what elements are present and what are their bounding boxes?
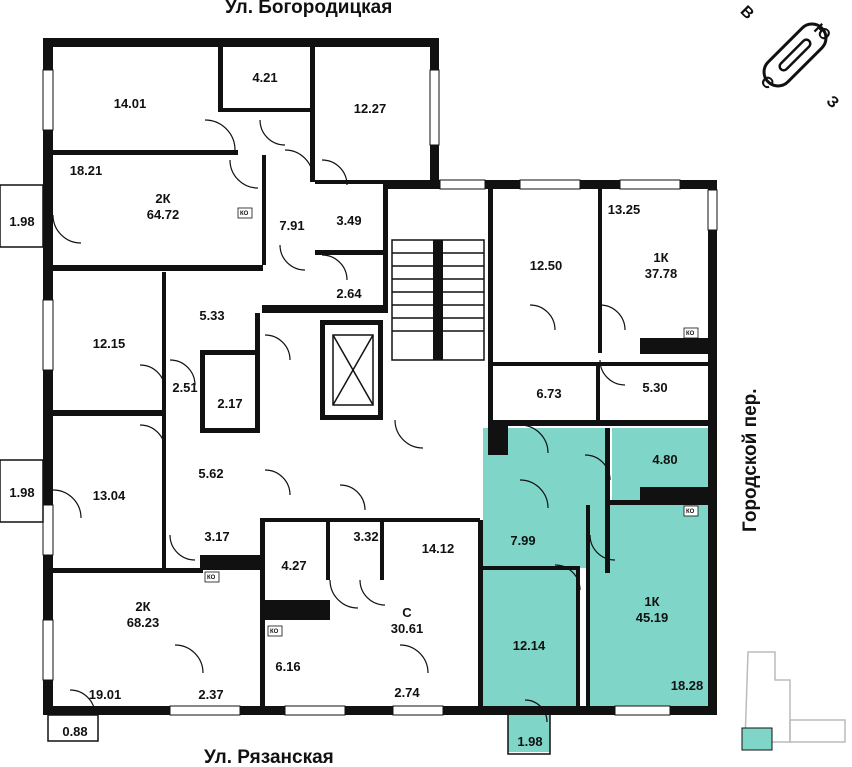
room-area: 12.50 (530, 258, 563, 273)
svg-text:КО: КО (686, 331, 695, 337)
room-area: 1.98 (517, 734, 542, 749)
ko-marker: КО (204, 571, 220, 583)
room-area: 2.17 (217, 396, 242, 411)
apartment-type: 2К (155, 191, 170, 206)
elevator (332, 334, 374, 406)
room-area: 14.01 (114, 96, 147, 111)
room-area: 6.16 (275, 659, 300, 674)
apartment-1k-45[interactable] (483, 428, 708, 710)
apartment-area: 64.72 (147, 207, 180, 222)
svg-text:КО: КО (270, 629, 279, 635)
room-area: 2.37 (198, 687, 223, 702)
apartment-type: 1К (653, 250, 668, 265)
room-area: 2.51 (172, 380, 197, 395)
compass-west: З (823, 93, 842, 112)
ko-marker: КО (237, 207, 253, 219)
room-area: 7.91 (279, 218, 304, 233)
compass-rose (762, 22, 828, 88)
svg-text:КО: КО (207, 575, 216, 581)
compass-north: С (757, 73, 778, 94)
svg-text:КО: КО (686, 509, 695, 515)
room-area: 3.49 (336, 213, 361, 228)
svg-text:КО: КО (240, 211, 249, 217)
room-area: 4.21 (252, 70, 277, 85)
room-area: 14.12 (422, 541, 455, 556)
windows (42, 69, 718, 716)
room-area: 19.01 (89, 687, 122, 702)
room-area: 4.27 (281, 558, 306, 573)
room-area: 1.98 (9, 214, 34, 229)
room-area: 18.28 (671, 678, 704, 693)
room-area: 18.21 (70, 163, 103, 178)
room-area: 3.32 (353, 529, 378, 544)
apartment-labels: 2К 64.72 1К 37.78 2К 68.23 С 30.61 1К 45… (127, 191, 678, 636)
apartment-2k-64[interactable] (53, 47, 263, 265)
apartment-type: 2К (135, 599, 150, 614)
apartment-area: 30.61 (391, 621, 424, 636)
room-area: 12.27 (354, 101, 387, 116)
room-area: 5.62 (198, 466, 223, 481)
room-area: 12.14 (513, 638, 546, 653)
apartment-area: 37.78 (645, 266, 678, 281)
street-south-label: Ул. Рязанская (204, 747, 334, 767)
ko-markers: КО КО КО КО КО (204, 207, 699, 637)
highlighted-apartment-fill (483, 428, 708, 752)
key-plan (741, 651, 846, 751)
apartment-type: С (402, 605, 412, 620)
street-north-label: Ул. Богородицкая (225, 0, 392, 18)
room-area: 7.99 (510, 533, 535, 548)
room-labels: 14.01 4.21 12.27 18.21 1.98 7.91 3.49 2.… (9, 70, 703, 749)
room-area: 6.73 (536, 386, 561, 401)
room-area: 2.64 (336, 286, 362, 301)
room-area: 2.74 (394, 685, 420, 700)
ko-marker: КО (683, 327, 699, 339)
apartment-1k-37[interactable] (493, 188, 708, 423)
compass-east: В (737, 3, 757, 23)
ko-marker: КО (683, 505, 699, 517)
apartment-area: 45.19 (636, 610, 669, 625)
staircase (391, 239, 485, 361)
room-area: 13.25 (608, 202, 641, 217)
room-area: 4.80 (652, 452, 677, 467)
room-area: 3.17 (204, 529, 229, 544)
apartment-2k-68[interactable] (53, 272, 260, 706)
room-area: 12.15 (93, 336, 126, 351)
street-east-label: Городской пер. (740, 388, 761, 532)
room-area: 1.98 (9, 485, 34, 500)
interior-walls (53, 47, 710, 712)
doors (52, 119, 626, 723)
ko-marker: КО (267, 625, 283, 637)
room-area: 5.33 (199, 308, 224, 323)
room-area: 5.30 (642, 380, 667, 395)
balconies (0, 184, 551, 755)
apartment-type: 1К (644, 594, 659, 609)
room-area: 13.04 (93, 488, 126, 503)
room-area: 0.88 (62, 724, 87, 739)
apartment-area: 68.23 (127, 615, 160, 630)
